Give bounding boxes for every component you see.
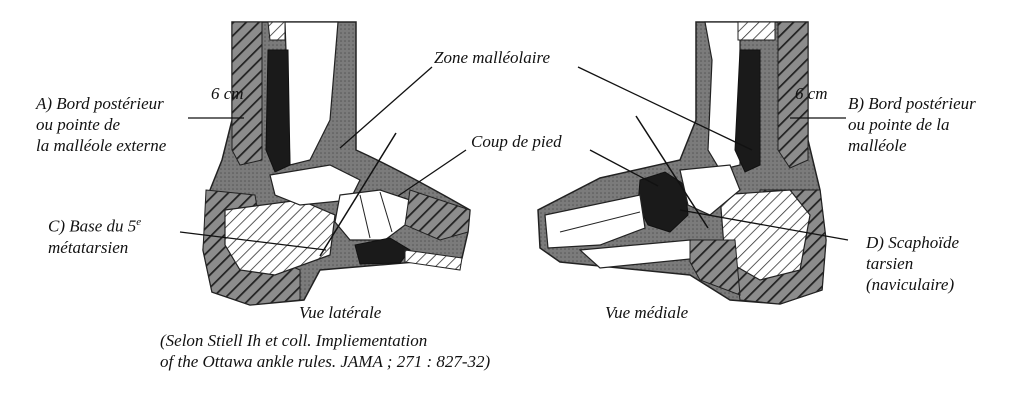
label-b-line-3: malléole (848, 136, 907, 155)
lateral-fibula-top (267, 21, 286, 41)
citation-line-2: of the Ottawa ankle rules. JAMA ; 271 : … (160, 352, 491, 371)
leader-d (679, 209, 849, 241)
leader-coup-right (589, 149, 659, 187)
label-c-line-1: C) Base du 5e (48, 212, 141, 237)
label-b: B) Bord postérieur ou pointe de la mallé… (848, 93, 976, 156)
label-6cm-left: 6 cm (211, 84, 244, 103)
citation-line-1: (Selon Stiell Ih et coll. Impliementatio… (160, 331, 428, 350)
medial-talus (679, 164, 741, 216)
medial-metatarsals (544, 194, 646, 249)
label-a-line-1: A) Bord postérieur (36, 94, 164, 113)
label-d-line-3: (naviculaire) (866, 275, 955, 294)
label-c-superscript: e (136, 216, 142, 228)
medial-plantar-zone (689, 239, 741, 296)
label-c-text: C) Base du 5 (48, 216, 137, 236)
leader-lines (179, 66, 849, 251)
lateral-posterior-zone (231, 21, 263, 166)
label-d-line-1: D) Scaphoïde (866, 233, 960, 252)
label-c-line-2: métatarsien (48, 237, 129, 257)
label-zone-malleolaire: Zone malléolaire (434, 48, 550, 67)
label-6cm-right: 6 cm (795, 84, 828, 103)
lateral-midfoot-zone (404, 189, 471, 241)
label-coup-de-pied: Coup de pied (471, 132, 562, 151)
lateral-view-foot (202, 21, 471, 306)
leader-zone-right (577, 66, 753, 151)
label-b-line-1: B) Bord postérieur (848, 94, 976, 113)
medial-posterior-zone (777, 21, 809, 169)
label-a-line-3: la malléole externe (36, 136, 167, 155)
label-vue-mediale: Vue médiale (605, 303, 689, 322)
leader-c (179, 231, 327, 251)
medial-tibia-top (737, 21, 776, 41)
label-c: C) Base du 5e métatarsien (48, 212, 141, 258)
label-a: A) Bord postérieur ou pointe de la mallé… (36, 93, 166, 156)
label-a-line-2: ou pointe de (36, 115, 121, 134)
label-b-line-2: ou pointe de la (848, 115, 950, 134)
label-d-line-2: tarsien (866, 254, 914, 273)
lateral-fibula (265, 49, 291, 173)
leader-zone-left (339, 66, 433, 149)
leader-coup-left (397, 149, 467, 197)
citation: (Selon Stiell Ih et coll. Impliementatio… (160, 330, 490, 372)
label-d: D) Scaphoïde tarsien (naviculaire) (866, 232, 959, 295)
label-vue-laterale: Vue latérale (299, 303, 382, 322)
medial-view-foot (537, 21, 827, 305)
medial-malleolus (734, 49, 761, 173)
lateral-metatarsals (404, 249, 463, 271)
